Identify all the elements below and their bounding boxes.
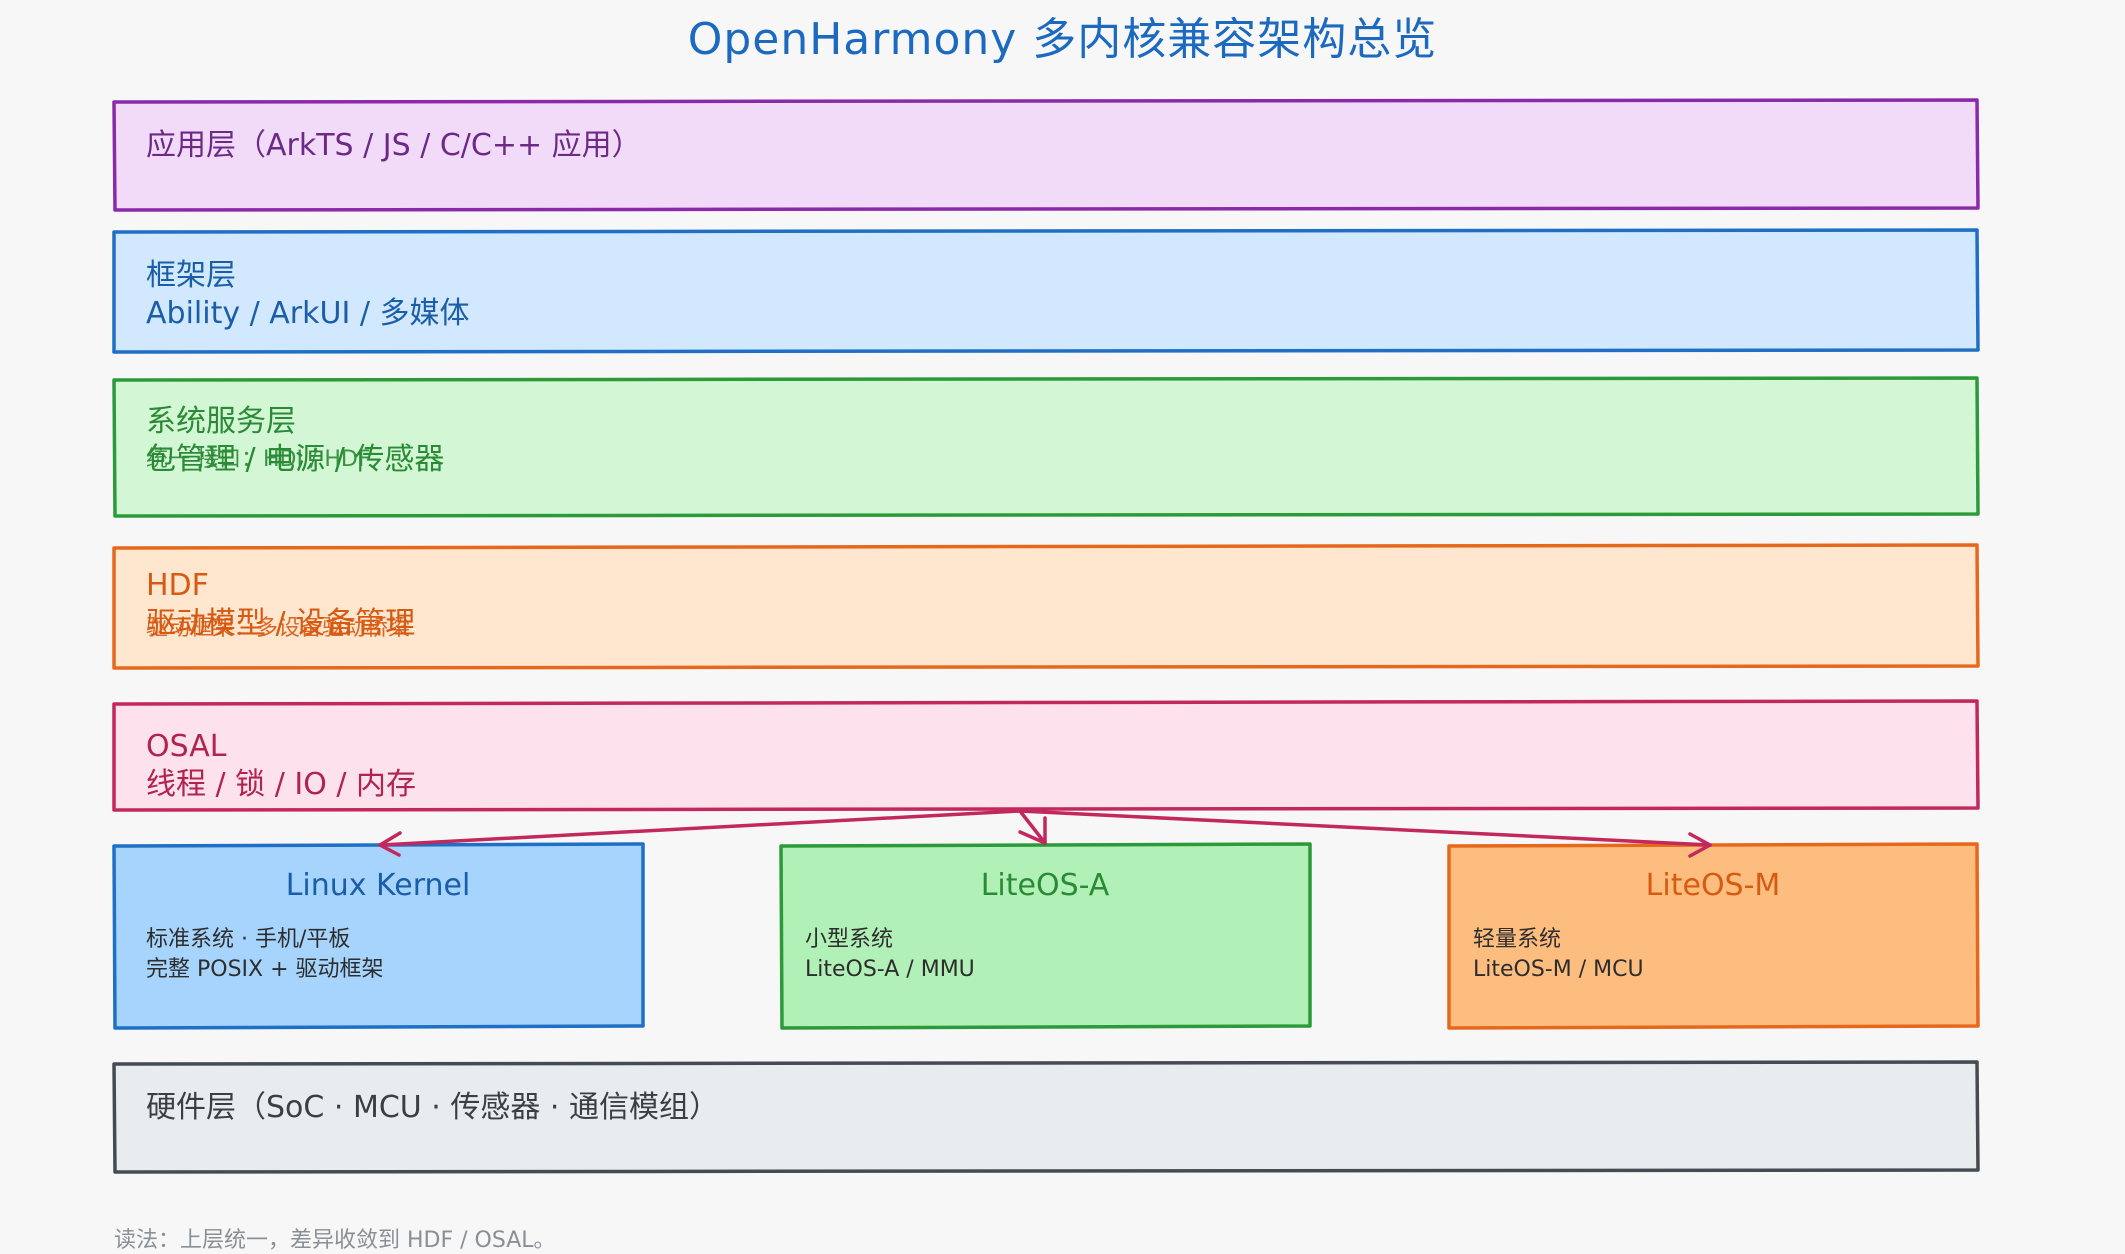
layer-box-framework [112,228,1980,354]
layer-title-services: 系统服务层 [146,404,296,439]
arrow-to-liteos-m-head [1688,832,1712,858]
kernel-line-linux-1: 标准系统 · 手机/平板 [146,927,351,952]
layer-box-hdf [112,543,1980,670]
layer-title-hdf: HDF [146,568,209,603]
kernel-box-liteos-a [779,842,1312,1030]
layer-box-hardware [112,1060,1980,1174]
layer-box-app [112,98,1980,212]
kernel-title-liteos-a: LiteOS-A [980,868,1110,903]
kernel-line-linux-2: 完整 POSIX + 驱动框架 [146,957,384,982]
kernel-box-linux [112,842,645,1030]
layer-subtitle-framework: Ability / ArkUI / 多媒体 [146,296,470,331]
layer-title-framework: 框架层 [146,258,236,293]
layer-subtitle-services: 包管理 / 电源 / 传感器 [146,442,445,477]
diagram-title: OpenHarmony 多内核兼容架构总览 [687,14,1438,65]
layer-overlap-hdf: 驱动框架：多设备驱动桥梁 [146,616,411,641]
arrow-to-liteos-a [1018,809,1047,845]
layer-subtitle-hdf: 驱动模型 / 设备管理 [146,606,416,641]
arrow-to-liteos-m [1018,809,1712,847]
arrow-to-linux-head [378,831,402,857]
layer-overlap-services: 统一 接口：HDI / HDF [146,447,371,472]
kernel-title-linux: Linux Kernel [285,868,471,903]
kernel-line-liteos-a-1: 小型系统 [805,927,894,952]
kernel-box-liteos-m [1447,842,1980,1030]
layer-subtitle-osal: 线程 / 锁 / IO / 内存 [146,767,416,802]
arrow-to-liteos-a-head [1018,816,1047,845]
kernel-line-liteos-a-2: LiteOS-A / MMU [805,957,975,982]
layer-box-osal [112,699,1980,812]
kernel-line-liteos-m-1: 轻量系统 [1473,927,1562,952]
layer-title-osal: OSAL [146,729,227,764]
reading-note: 读法：上层统一，差异收敛到 HDF / OSAL。 [114,1228,556,1253]
layer-title-app: 应用层（ArkTS / JS / C/C++ 应用） [146,128,642,163]
layer-box-services [112,376,1980,518]
osal-to-kernel-arrows [378,809,1712,858]
layer-title-hardware: 硬件层（SoC · MCU · 传感器 · 通信模组） [146,1090,719,1125]
kernel-line-liteos-m-2: LiteOS-M / MCU [1473,957,1644,982]
kernel-title-liteos-m: LiteOS-M [1645,868,1781,903]
arrow-to-linux [378,809,1022,847]
